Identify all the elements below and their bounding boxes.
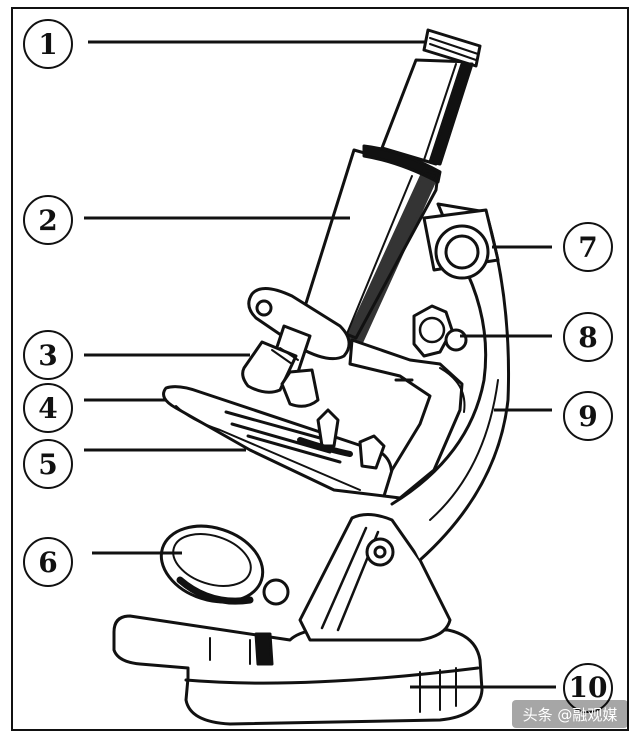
label-8: 8 xyxy=(563,312,613,362)
arm-upper-part xyxy=(348,338,466,500)
eyepiece-tube-part xyxy=(380,28,482,166)
label-7: 7 xyxy=(563,222,613,272)
label-9: 9 xyxy=(563,391,613,441)
microscope-illustration xyxy=(112,28,511,726)
watermark: 头条 @融观媒 xyxy=(512,700,628,728)
mirror-part xyxy=(159,524,290,606)
label-5-text: 5 xyxy=(38,448,57,481)
coarse-knob-part xyxy=(422,208,500,280)
label-3-text: 3 xyxy=(38,339,57,372)
base-part xyxy=(112,614,484,726)
label-10-text: 10 xyxy=(569,671,608,704)
nosepiece-part xyxy=(241,287,351,408)
label-1-text: 1 xyxy=(38,28,57,61)
label-1: 1 xyxy=(23,19,73,69)
label-3: 3 xyxy=(23,330,73,380)
label-2-text: 2 xyxy=(38,204,57,237)
label-7-text: 7 xyxy=(578,231,597,264)
label-8-text: 8 xyxy=(578,321,597,354)
label-9-text: 9 xyxy=(578,400,597,433)
number-labels: 1 2 3 4 5 6 7 8 xyxy=(23,19,613,713)
label-2: 2 xyxy=(23,195,73,245)
body-tube-part xyxy=(300,144,442,348)
label-10: 10 xyxy=(563,663,613,713)
leader-lines xyxy=(84,40,556,689)
label-4: 4 xyxy=(23,383,73,433)
label-5: 5 xyxy=(23,439,73,489)
label-4-text: 4 xyxy=(38,392,57,425)
label-6: 6 xyxy=(23,537,73,587)
watermark-text: 头条 @融观媒 xyxy=(523,706,618,724)
label-6-text: 6 xyxy=(38,546,57,579)
